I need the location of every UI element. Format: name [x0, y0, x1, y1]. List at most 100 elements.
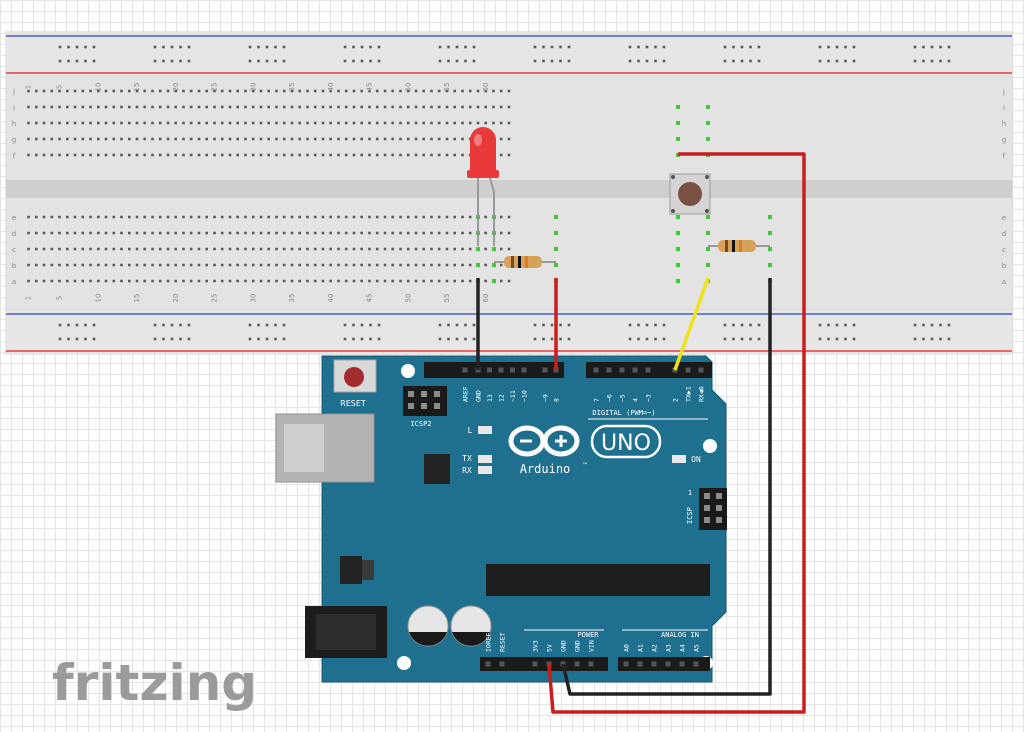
row-letter: i — [1003, 104, 1005, 112]
breadboard-hole — [166, 121, 170, 125]
rail-hole — [827, 323, 830, 327]
breadboard-hole — [499, 263, 503, 267]
breadboard-hole — [197, 153, 201, 157]
breadboard-hole — [104, 231, 108, 235]
breadboard-hole — [282, 215, 286, 219]
breadboard-hole — [267, 263, 270, 267]
breadboard-hole — [259, 279, 263, 283]
breadboard-hole — [189, 153, 193, 157]
breadboard-hole — [42, 247, 46, 251]
rail-hole — [654, 323, 657, 327]
breadboard-hole — [128, 263, 131, 267]
breadboard-hole — [81, 105, 85, 109]
breadboard-hole — [290, 279, 294, 283]
breadboard-hole — [306, 263, 309, 267]
breadboard-hole — [197, 279, 201, 283]
connected-hole — [706, 247, 710, 251]
rail-hole — [939, 59, 942, 63]
breadboard-hole — [337, 215, 340, 219]
breadboard-hole — [422, 215, 425, 219]
breadboard-hole — [422, 121, 425, 125]
breadboard-hole — [360, 215, 363, 219]
breadboard-hole — [158, 279, 162, 283]
pushbutton[interactable] — [669, 173, 711, 215]
rail-hole — [533, 337, 537, 341]
breadboard-hole — [35, 215, 38, 219]
breadboard-hole — [461, 215, 464, 219]
breadboard-hole — [213, 121, 216, 125]
breadboard-hole — [344, 137, 348, 141]
breadboard-hole — [259, 137, 263, 141]
breadboard-hole — [112, 153, 116, 157]
breadboard-hole — [484, 121, 487, 125]
breadboard-hole — [58, 121, 61, 125]
breadboard-hole — [205, 263, 208, 267]
breadboard-hole — [66, 121, 69, 125]
breadboard-hole — [143, 105, 146, 109]
breadboard-hole — [368, 247, 371, 251]
rail-hole — [852, 323, 856, 327]
breadboard-hole — [104, 263, 108, 267]
rail-hole — [360, 323, 364, 327]
pushbutton-cap[interactable] — [678, 182, 702, 206]
rail-hole — [187, 59, 191, 63]
rail-hole — [732, 323, 735, 327]
breadboard-hole — [228, 89, 232, 93]
column-number: 15 — [133, 83, 141, 92]
breadboard-hole — [461, 137, 464, 141]
rail-hole — [248, 337, 252, 341]
breadboard-hole — [282, 89, 286, 93]
breadboard-hole — [174, 231, 177, 235]
breadboard-hole — [182, 121, 185, 125]
wire-gnd-resistor[interactable] — [561, 278, 772, 696]
breadboard-hole — [73, 121, 77, 125]
rail-hole — [447, 45, 450, 49]
wire-pin2-button[interactable] — [673, 277, 710, 371]
column-number: 50 — [404, 294, 412, 303]
breadboard-hole — [321, 231, 325, 235]
breadboard-hole — [35, 231, 38, 235]
breadboard-hole — [453, 263, 456, 267]
breadboard-hole — [174, 215, 177, 219]
resistor-pulldown[interactable] — [708, 240, 770, 252]
breadboard-hole — [344, 153, 348, 157]
rail-hole — [84, 337, 87, 341]
connected-hole — [706, 121, 710, 125]
breadboard-hole — [251, 247, 255, 251]
breadboard-hole — [313, 279, 317, 283]
breadboard-hole — [120, 231, 123, 235]
breadboard-hole — [42, 263, 46, 267]
breadboard-hole — [290, 121, 294, 125]
wire-5v-button[interactable] — [547, 152, 806, 714]
breadboard-hole — [399, 121, 402, 125]
header-hole — [532, 661, 538, 667]
row-letter: b — [1002, 262, 1007, 270]
rail-hole — [732, 59, 735, 63]
breadboard-hole — [414, 137, 418, 141]
breadboard-main-holes — [27, 89, 511, 283]
rail-hole — [947, 45, 951, 49]
reset-button[interactable] — [344, 367, 364, 387]
header-hole — [645, 367, 651, 373]
breadboard-hole — [298, 247, 301, 251]
breadboard-hole — [236, 215, 239, 219]
red-led[interactable] — [467, 127, 499, 246]
icsp-pin — [716, 517, 722, 523]
resistor-led[interactable] — [494, 256, 556, 268]
breadboard-hole — [360, 247, 363, 251]
breadboard-hole — [174, 121, 177, 125]
breadboard-hole — [461, 231, 464, 235]
breadboard-hole — [197, 215, 201, 219]
breadboard-hole — [445, 89, 449, 93]
column-number: 25 — [211, 83, 219, 92]
row-letter: c — [1002, 246, 1006, 254]
breadboard-hole — [337, 89, 340, 93]
breadboard-hole — [158, 231, 162, 235]
rail-hole — [550, 59, 554, 63]
breadboard-hole — [259, 247, 263, 251]
header-hole — [510, 367, 515, 373]
breadboard-hole — [484, 215, 487, 219]
breadboard-hole — [313, 247, 317, 251]
fritzing-logo: fritzing — [52, 654, 257, 712]
breadboard-hole — [321, 89, 325, 93]
